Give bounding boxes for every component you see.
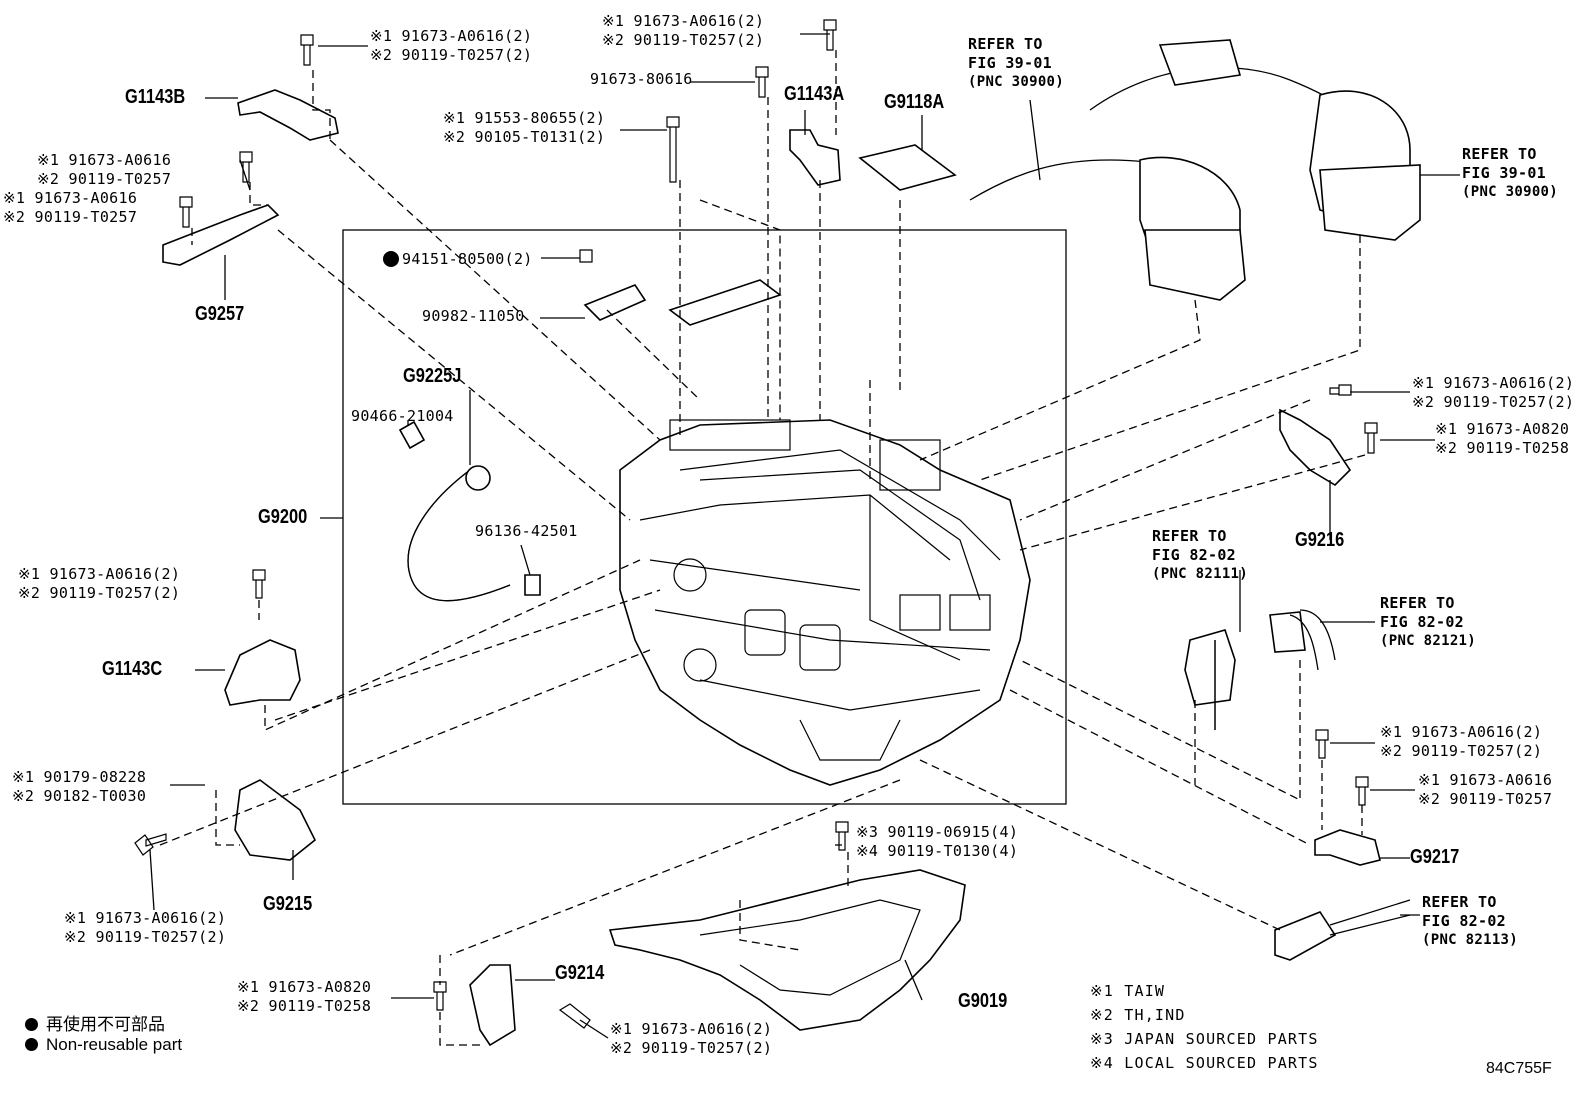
callout-g9217: G9217 [1410, 846, 1460, 868]
part-label: ※3 90119-06915(4)※4 90119-T0130(4) [856, 823, 1019, 860]
callout-g9225j: G9225J [403, 365, 462, 387]
callout-g1143a: G1143A [784, 83, 845, 105]
part-label: ※1 91673-A0616※2 90119-T0257 [3, 189, 138, 226]
callout-g9257: G9257 [195, 303, 245, 325]
part-label: ※1 91673-A0616(2)※2 90119-T0257(2) [370, 27, 533, 64]
part-label: 90466-21004 [351, 407, 454, 425]
top-cover-plate-drawing [668, 279, 782, 326]
connector-82113-drawing [1274, 911, 1337, 961]
bracket-g1143c-drawing [224, 639, 301, 706]
part-label: ※1 91673-A0616※2 90119-T0257 [1418, 771, 1553, 808]
bracket-g9257-drawing [162, 204, 280, 266]
footnote-4: ※4 LOCAL SOURCED PARTS [1090, 1054, 1319, 1072]
legend-en: Non-reusable part [25, 1035, 182, 1055]
part-label: ※1 91673-A0616(2)※2 90119-T0257(2) [602, 12, 765, 49]
part-label: ※1 91673-A0616(2)※2 90119-T0257(2) [18, 565, 181, 602]
part-label: ※1 91673-A0616(2)※2 90119-T0257(2) [1380, 723, 1543, 760]
legend-jp: 再使用不可部品 [25, 1010, 165, 1035]
clamp-90982-drawing [583, 284, 647, 321]
callout-g9216: G9216 [1295, 529, 1345, 551]
assembly-frame [342, 229, 1067, 805]
part-label: ※1 91553-80655(2)※2 90105-T0131(2) [443, 109, 606, 146]
callout-g1143c: G1143C [102, 658, 163, 680]
part-label: ※1 91673-A0820※2 90119-T0258 [237, 978, 372, 1015]
part-label: 96136-42501 [475, 522, 578, 540]
connector-82111-drawing [1184, 629, 1236, 706]
footnote-1: ※1 TAIW [1090, 982, 1166, 1000]
part-label: 94151-80500(2) [402, 250, 533, 268]
bracket-g1143a-drawing [789, 129, 841, 186]
undercover-g9019-drawing [608, 869, 966, 1031]
callout-g9214: G9214 [555, 962, 605, 984]
callout-g9215: G9215 [263, 893, 313, 915]
footnote-2: ※2 TH,IND [1090, 1006, 1186, 1024]
part-label: ※1 91673-A0616※2 90119-T0257 [37, 151, 172, 188]
inverter-assembly-drawing [619, 419, 1031, 786]
non-reusable-dot-icon [25, 1038, 38, 1051]
part-label: ※1 91673-A0616(2)※2 90119-T0257(2) [610, 1020, 773, 1057]
bracket-g1143b-drawing [237, 89, 339, 141]
footnote-3: ※3 JAPAN SOURCED PARTS [1090, 1030, 1319, 1048]
bracket-g9215-drawing [234, 779, 317, 861]
bracket-g9214-drawing [469, 964, 516, 1047]
non-reusable-dot-icon [25, 1018, 38, 1031]
callout-g1143b: G1143B [125, 86, 186, 108]
callout-g9118a: G9118A [884, 91, 945, 113]
part-label: ※1 91673-A0820※2 90119-T0258 [1435, 420, 1570, 457]
hv-cable-assembly-drawing [969, 39, 1421, 301]
part-label: ※1 90179-08228※2 90182-T0030 [12, 768, 147, 805]
label-g9118a-drawing [858, 144, 957, 191]
part-label: ※1 91673-A0616(2)※2 90119-T0257(2) [64, 909, 227, 946]
part-label: 91673-80616 [590, 70, 693, 88]
bracket-g9216-drawing [1279, 408, 1352, 487]
callout-g9200: G9200 [258, 506, 308, 528]
non-reusable-marker [383, 251, 399, 267]
part-label: 90982-11050 [422, 307, 525, 325]
callout-g9019: G9019 [958, 990, 1008, 1012]
connector-82121-drawing [1269, 611, 1306, 653]
bracket-g9217-drawing [1314, 829, 1381, 866]
figure-id: 84C755F [1486, 1060, 1552, 1077]
part-label: ※1 91673-A0616(2)※2 90119-T0257(2) [1412, 374, 1575, 411]
